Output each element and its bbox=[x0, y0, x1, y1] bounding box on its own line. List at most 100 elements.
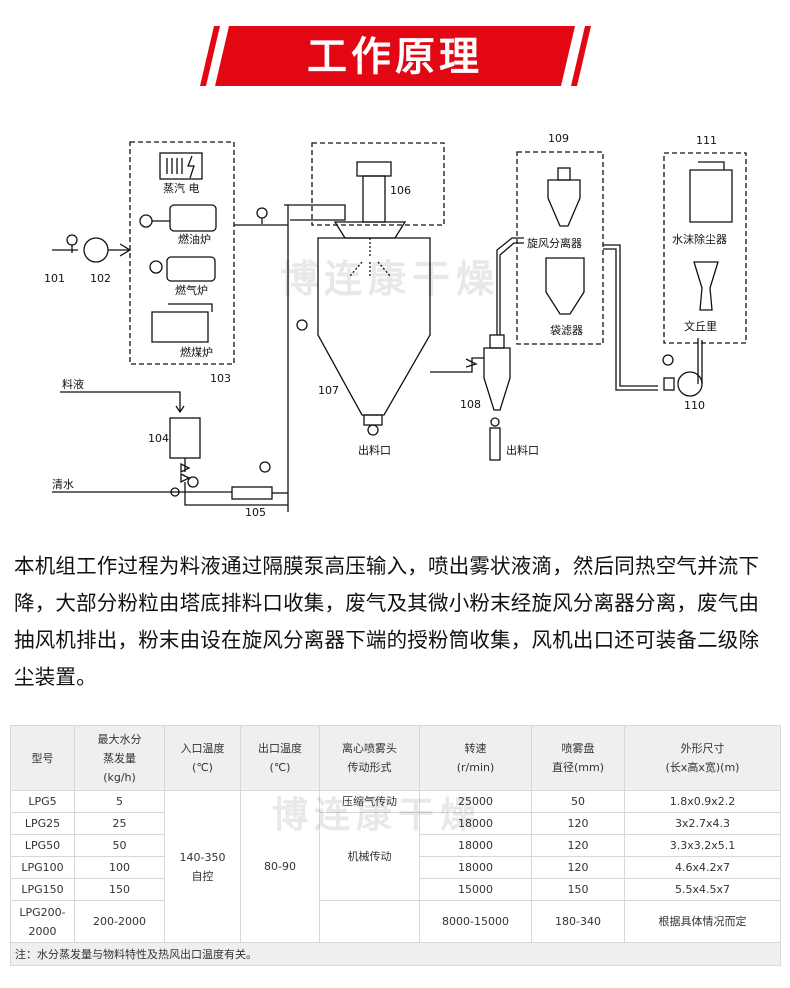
label-111: 111 bbox=[696, 134, 717, 147]
label-110: 110 bbox=[684, 399, 705, 412]
header-outlet-temp: 出口温度 (℃) bbox=[240, 725, 320, 791]
table-row: LPG100 100 18000 120 4.6x4.2x7 bbox=[10, 856, 781, 879]
duct-to-cyclone bbox=[430, 357, 484, 373]
table-watermark: 博连康干燥 bbox=[272, 795, 483, 836]
dust-collector-box bbox=[663, 152, 747, 344]
feed-liquid-line bbox=[60, 391, 181, 412]
table-row: LPG50 50 18000 120 3.3x3.2x5.1 bbox=[10, 834, 781, 857]
cell-size: 5.5x4.5x7 bbox=[624, 878, 781, 901]
thermometer-icon bbox=[256, 207, 268, 219]
hot-air-duct bbox=[234, 205, 289, 505]
table-note: 注：水分蒸发量与物料特性及热风出口温度有关。 bbox=[10, 942, 781, 966]
air-filter-icon bbox=[66, 234, 78, 246]
cell-evap: 100 bbox=[74, 856, 165, 879]
cell-evap: 200-2000 bbox=[74, 900, 165, 943]
header-inlet-temp: 入口温度 (℃) bbox=[164, 725, 241, 791]
cell-disc: 50 bbox=[531, 790, 625, 813]
cyclone-108 bbox=[483, 347, 511, 411]
duct-to-109 bbox=[496, 237, 524, 335]
label-107: 107 bbox=[318, 384, 339, 397]
header-speed: 转速 (r/min) bbox=[419, 725, 532, 791]
cell-evap: 150 bbox=[74, 878, 165, 901]
label-101: 101 bbox=[44, 272, 65, 285]
bag-filter-icon bbox=[545, 257, 585, 315]
cell-size: 1.8x0.9x2.2 bbox=[624, 790, 781, 813]
water-dust-collector-icon bbox=[689, 161, 733, 223]
banner-red-band bbox=[215, 26, 575, 86]
cell-speed: 8000-15000 bbox=[419, 900, 532, 943]
cell-size: 根据具体情况而定 bbox=[624, 900, 781, 943]
cell-size: 4.6x4.2x7 bbox=[624, 856, 781, 879]
cell-disc: 120 bbox=[531, 834, 625, 857]
header-drive: 离心喷雾头 传动形式 bbox=[319, 725, 420, 791]
process-flow-diagram: 蒸汽 电 燃油炉 燃气炉 燃煤炉 103 101 102 106 107 出料口… bbox=[0, 110, 790, 530]
section-banner: 工作原理 bbox=[0, 0, 790, 110]
banner-title: 工作原理 bbox=[307, 34, 483, 80]
label-106: 106 bbox=[390, 184, 411, 197]
label-outlet-1: 出料口 bbox=[358, 444, 391, 457]
label-outlet-2: 出料口 bbox=[506, 444, 539, 457]
atomizer-106 bbox=[362, 175, 386, 223]
label-venturi: 文丘里 bbox=[684, 320, 717, 333]
spec-table: 型号 最大水分 蒸发量 (kg/h) 入口温度 (℃) 出口温度 (℃) 离心喷… bbox=[10, 725, 781, 966]
cell-evap: 25 bbox=[74, 812, 165, 835]
tower-top-box bbox=[311, 142, 445, 226]
cell-disc: 150 bbox=[531, 878, 625, 901]
banner-left-stripes bbox=[200, 26, 220, 86]
label-109: 109 bbox=[548, 132, 569, 145]
cell-model: LPG50 bbox=[10, 834, 75, 857]
header-model: 型号 bbox=[10, 725, 75, 791]
cell-drive-empty bbox=[319, 900, 420, 943]
header-evaporation: 最大水分 蒸发量 (kg/h) bbox=[74, 725, 165, 791]
cell-evap: 5 bbox=[74, 790, 165, 813]
diagram-watermark: 博连康干燥 bbox=[280, 257, 501, 301]
blower-icon bbox=[83, 237, 109, 263]
banner-right-stripes bbox=[571, 26, 591, 86]
label-steam-electric: 蒸汽 电 bbox=[163, 182, 200, 195]
cell-disc: 120 bbox=[531, 812, 625, 835]
cell-model: LPG100 bbox=[10, 856, 75, 879]
label-102: 102 bbox=[90, 272, 111, 285]
label-bag-filter: 袋滤器 bbox=[550, 324, 583, 337]
cell-size: 3.3x3.2x5.1 bbox=[624, 834, 781, 857]
label-108: 108 bbox=[460, 398, 481, 411]
duct-to-fan bbox=[603, 244, 658, 387]
coal-furnace-icon bbox=[151, 303, 213, 343]
process-description: 本机组工作过程为料液通过隔膜泵高压输入，喷出雾状液滴，然后同热空气并流下降，大部… bbox=[14, 554, 760, 689]
table-note-row: 注：水分蒸发量与物料特性及热风出口温度有关。 bbox=[10, 942, 781, 966]
cell-speed: 18000 bbox=[419, 856, 532, 879]
flow-diagram-svg bbox=[52, 141, 747, 512]
steam-electric-icon bbox=[159, 152, 203, 180]
cell-inlet-temp: 140-350 自控 bbox=[164, 790, 241, 943]
cell-disc: 180-340 bbox=[531, 900, 625, 943]
label-coal-furnace: 燃煤炉 bbox=[180, 346, 213, 359]
cell-model: LPG5 bbox=[10, 790, 75, 813]
table-row: LPG25 25 机械传动 18000 120 3x2.7x4.3 bbox=[10, 812, 781, 901]
cyclone-separator-icon bbox=[547, 179, 581, 227]
label-104: 104 bbox=[148, 432, 169, 445]
label-cyclone: 旋风分离器 bbox=[527, 237, 582, 250]
label-gas-furnace: 燃气炉 bbox=[175, 284, 208, 297]
heat-source-box bbox=[129, 141, 235, 365]
outlet-valve-1 bbox=[367, 424, 379, 436]
header-size: 外形尺寸 (长x高x宽)(m) bbox=[624, 725, 781, 791]
table-row: LPG200- 2000 200-2000 8000-15000 180-340… bbox=[10, 900, 781, 943]
cell-model: LPG25 bbox=[10, 812, 75, 835]
label-feed-liquid: 料液 bbox=[62, 378, 84, 391]
cell-model: LPG150 bbox=[10, 878, 75, 901]
table-header-row: 型号 最大水分 蒸发量 (kg/h) 入口温度 (℃) 出口温度 (℃) 离心喷… bbox=[10, 725, 781, 791]
label-oil-furnace: 燃油炉 bbox=[178, 233, 211, 246]
label-water-dust: 水沫除尘器 bbox=[672, 233, 727, 246]
secondary-separator-box bbox=[516, 151, 604, 345]
venturi-icon bbox=[693, 261, 719, 311]
cell-model: LPG200- 2000 bbox=[10, 900, 75, 943]
label-clean-water: 清水 bbox=[52, 478, 74, 491]
label-103: 103 bbox=[210, 372, 231, 385]
cell-evap: 50 bbox=[74, 834, 165, 857]
pump-105 bbox=[231, 486, 273, 500]
cell-disc: 120 bbox=[531, 856, 625, 879]
gas-furnace-icon bbox=[166, 256, 216, 282]
cell-drive-mech: 机械传动 bbox=[319, 812, 420, 901]
feed-tank-104 bbox=[169, 417, 201, 459]
cell-size: 3x2.7x4.3 bbox=[624, 812, 781, 835]
